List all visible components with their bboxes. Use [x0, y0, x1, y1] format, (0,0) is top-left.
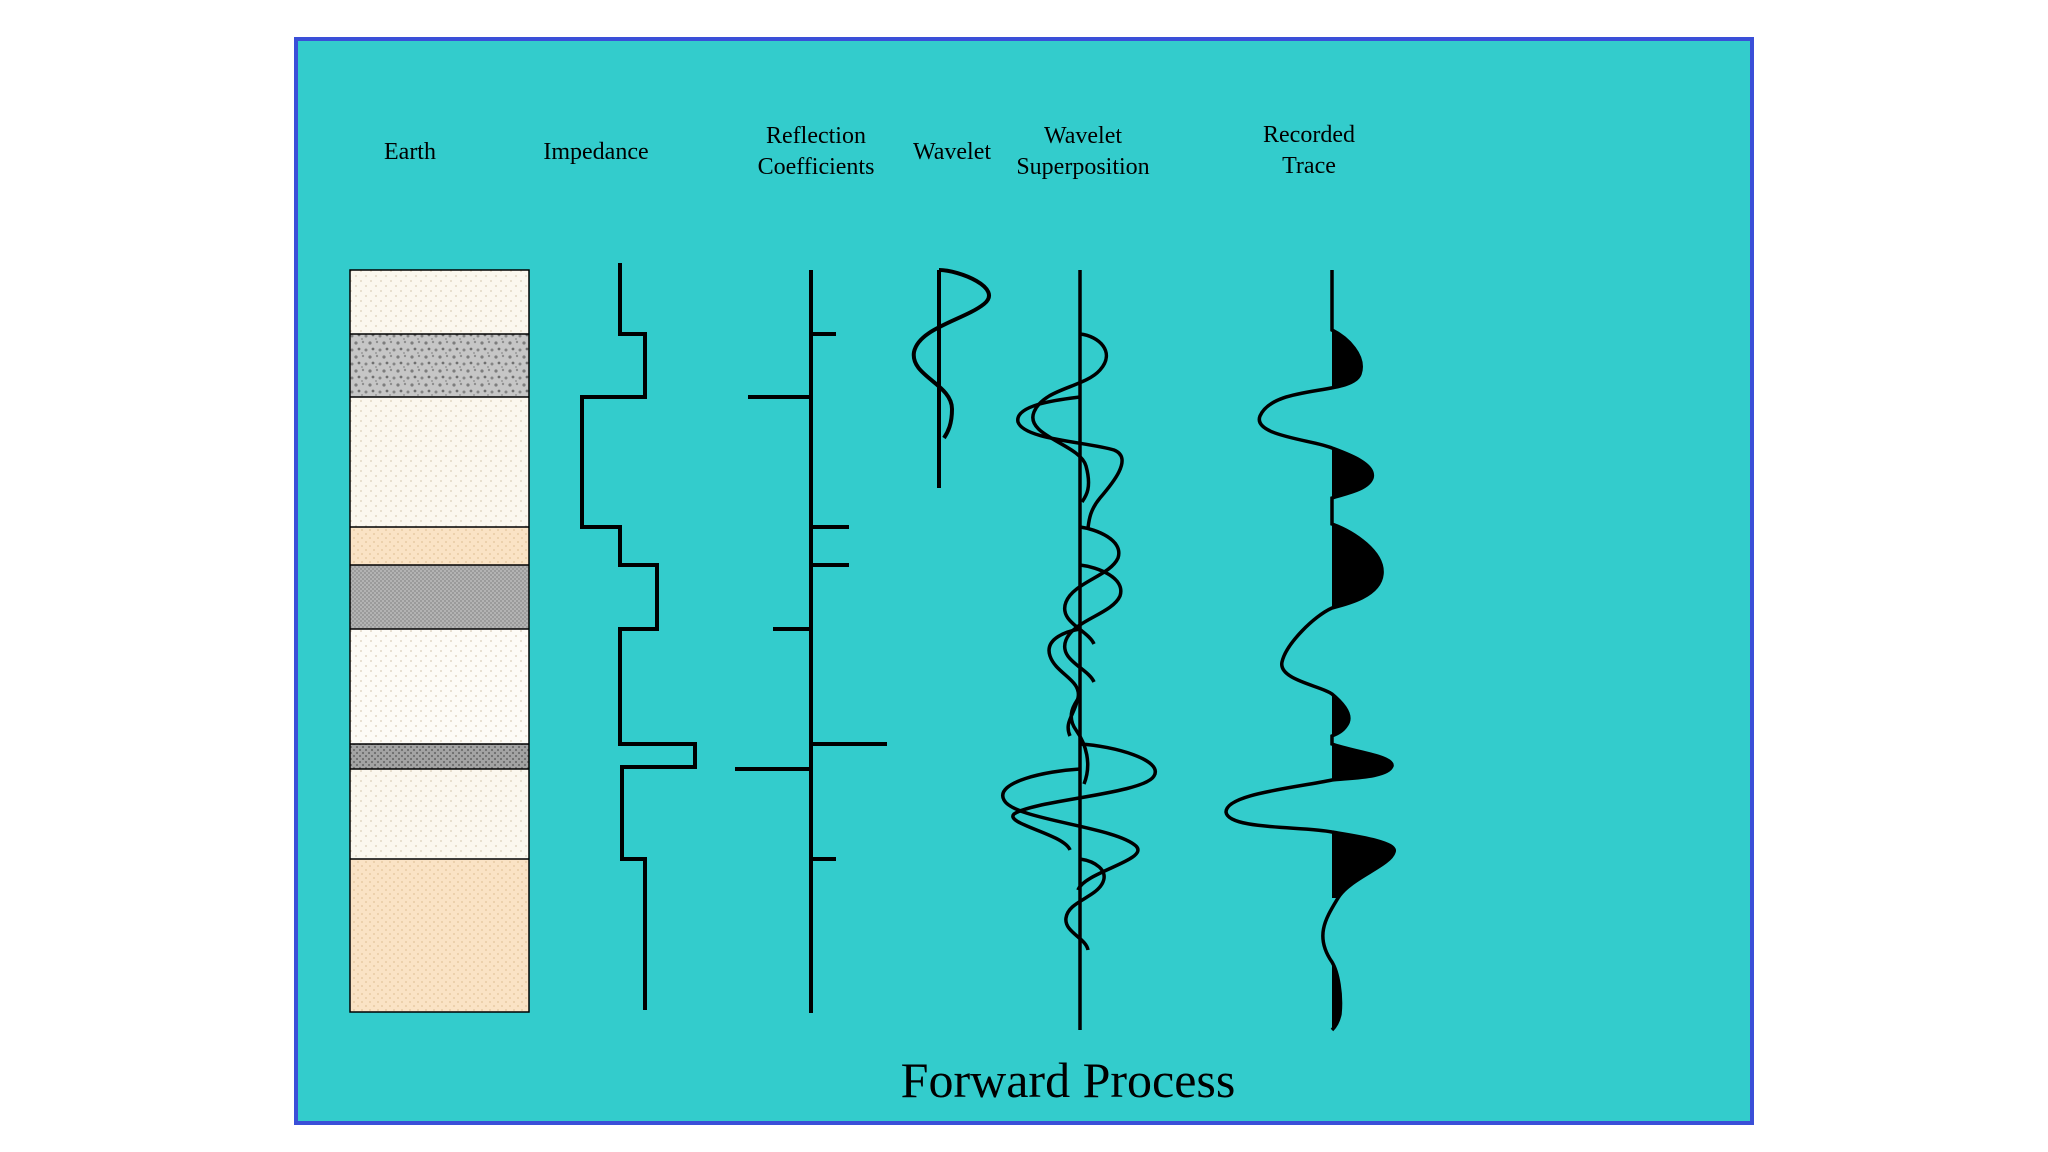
recorded-trace-fill-6 [1332, 832, 1395, 898]
earth-column [349, 269, 530, 1013]
superposition-wavelet-8 [1064, 857, 1106, 951]
label-wavelet-superposition: Wavelet Superposition [1016, 123, 1150, 180]
earth-layer-7 [350, 744, 529, 769]
recorded-trace-fill-5 [1332, 744, 1393, 780]
superposition-wavelet-6 [1011, 742, 1157, 851]
label-impedance: Impedance [543, 139, 649, 165]
reflection-coefficients [735, 270, 887, 1013]
superposition-wavelet-1 [1031, 332, 1108, 503]
forward-process-diagram [349, 263, 1396, 1032]
diagram-panel: Earth Impedance Reflection Coefficients … [294, 37, 1754, 1125]
recorded-trace-curve [1224, 270, 1396, 1032]
superposition-wavelet-7 [1001, 767, 1140, 891]
superposition-wavelet-3 [1062, 525, 1121, 645]
impedance-log [580, 263, 697, 1010]
wavelet-superposition [1001, 270, 1157, 1030]
recorded-trace-fill-1 [1332, 330, 1362, 388]
wavelet-curve [911, 268, 991, 440]
label-earth: Earth [384, 139, 436, 165]
recorded-trace-fill-2 [1332, 448, 1373, 498]
wavelet [911, 268, 991, 488]
earth-layer-5 [350, 565, 529, 629]
recorded-trace-fill-3 [1332, 524, 1383, 608]
superposition-wavelet-4 [1062, 563, 1123, 683]
superposition-wavelet-9 [1069, 694, 1090, 785]
recorded-trace [1224, 270, 1396, 1032]
diagram-title: Forward Process [900, 1052, 1236, 1108]
superposition-wavelet-2 [1016, 395, 1124, 529]
label-wavelet: Wavelet [912, 139, 992, 165]
label-reflection-coefficients: Reflection Coefficients [757, 123, 875, 180]
label-recorded-trace: Recorded Trace [1263, 122, 1355, 179]
earth-layer-2 [350, 334, 529, 397]
